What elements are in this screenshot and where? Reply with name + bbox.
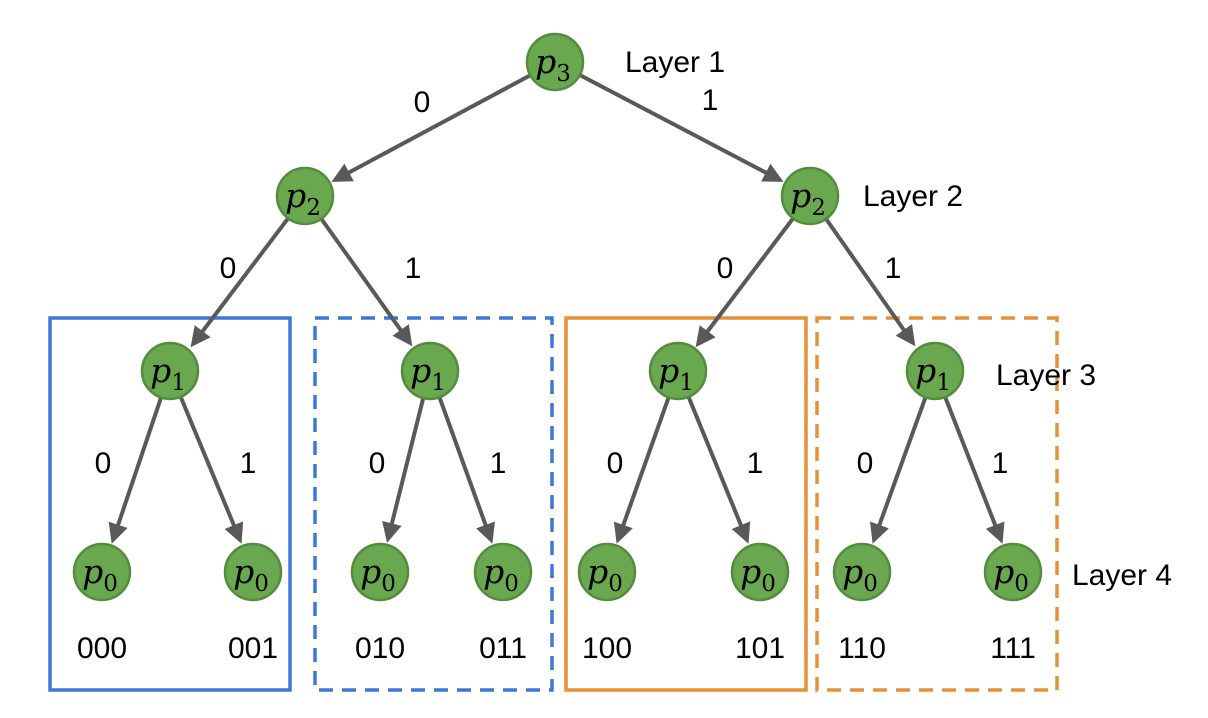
node-circle-p1 (400, 341, 460, 401)
leaf-code-label: 110 (838, 632, 886, 665)
node-label-p3: p3 (535, 42, 571, 87)
edge-bit-label: 1 (702, 84, 719, 117)
edge-bit-label: 0 (220, 252, 237, 285)
node-circle-p0 (223, 542, 283, 602)
node-circle-p0 (730, 542, 790, 602)
node-label-p1: p1 (410, 351, 446, 396)
leaf-code-label: 001 (228, 632, 278, 665)
node-circle-p0 (72, 542, 132, 602)
edge-p2R-right (808, 194, 916, 347)
edge-bit-label: 0 (95, 447, 112, 480)
node-label-p0: p0 (587, 552, 623, 597)
node-circle-p0 (832, 542, 892, 602)
layer-2-label: Layer 2 (863, 180, 963, 213)
node-label-p0: p0 (233, 552, 269, 597)
leaf-code-label: 111 (990, 632, 1036, 665)
layer-1-label: Layer 1 (625, 46, 725, 79)
edge-p2L-left (190, 194, 307, 348)
node-circle-p2 (275, 166, 335, 226)
group-box-10-solid-orange (564, 316, 808, 692)
leaf-code-label: 000 (77, 632, 127, 665)
edge-bit-label: 1 (747, 447, 764, 480)
node-circle-p0 (577, 542, 637, 602)
layer-3-label: Layer 3 (996, 359, 1096, 392)
edge-bit-label: 0 (857, 447, 874, 480)
leaf-code-label: 010 (355, 632, 405, 665)
leaf-code-label: 011 (479, 632, 527, 665)
edge-p2L-right (303, 194, 413, 347)
node-label-p0: p0 (483, 552, 519, 597)
node-label-p0: p0 (360, 552, 396, 597)
node-circle-p1 (140, 341, 200, 401)
edge-bit-label: 1 (240, 447, 257, 480)
layer-labels: Layer 1 Layer 2 Layer 3 Layer 4 (625, 46, 1172, 592)
node-label-p0: p0 (740, 552, 776, 597)
edge-bit-label: 1 (405, 252, 422, 285)
group-box-01-dashed-blue (313, 316, 554, 692)
node-labels: p3 p2 p2 p1 p1 p1 p1 p0 p0 p0 p0 p0 p0 p… (82, 42, 1029, 597)
group-box-11-dashed-orange (815, 316, 1059, 692)
node-label-p2: p2 (285, 176, 321, 221)
edge-bit-label: 0 (369, 447, 386, 480)
edge-p2R-left (695, 194, 812, 348)
edge-p1c-left (613, 370, 680, 544)
node-circle-p1 (648, 341, 708, 401)
node-label-p0: p0 (82, 552, 118, 597)
edge-bit-label: 0 (717, 252, 734, 285)
edge-bit-label: 1 (992, 447, 1009, 480)
edge-bit-label: 0 (414, 86, 431, 119)
edge-p1a-right (168, 370, 244, 544)
node-circle-p1 (905, 341, 965, 401)
node-label-p2: p2 (790, 176, 826, 221)
group-box-00-solid-blue (48, 316, 292, 692)
node-label-p1: p1 (150, 351, 186, 396)
node-circle-p2 (780, 166, 840, 226)
layer-4-label: Layer 4 (1072, 559, 1172, 592)
edge-bit-label: 0 (607, 447, 624, 480)
leaf-code-label: 100 (582, 632, 632, 665)
node-label-p0: p0 (993, 552, 1029, 597)
leaf-codes: 000 001 010 011 100 101 110 111 (77, 632, 1036, 665)
edge-p1d-left (870, 370, 937, 544)
edge-p1a-left (108, 370, 172, 544)
node-circle-p0 (473, 542, 533, 602)
node-circle-p3 (525, 32, 585, 92)
edge-p1c-right (676, 370, 751, 544)
node-label-p1: p1 (915, 351, 951, 396)
node-label-p1: p1 (658, 351, 694, 396)
edge-root-left (331, 60, 556, 182)
edge-bit-labels: 0 1 0 1 0 1 0 1 0 1 0 1 0 1 (95, 84, 1009, 480)
edge-bit-label: 1 (885, 252, 902, 285)
nodes-layer (72, 32, 1043, 602)
node-circle-p0 (983, 542, 1043, 602)
leaf-code-label: 101 (735, 632, 785, 665)
node-circle-p0 (350, 542, 410, 602)
edge-bit-label: 1 (490, 447, 507, 480)
node-label-p0: p0 (842, 552, 878, 597)
edge-root-right (554, 60, 784, 182)
edge-p1d-right (933, 370, 1005, 544)
edge-p1b-right (428, 370, 495, 544)
